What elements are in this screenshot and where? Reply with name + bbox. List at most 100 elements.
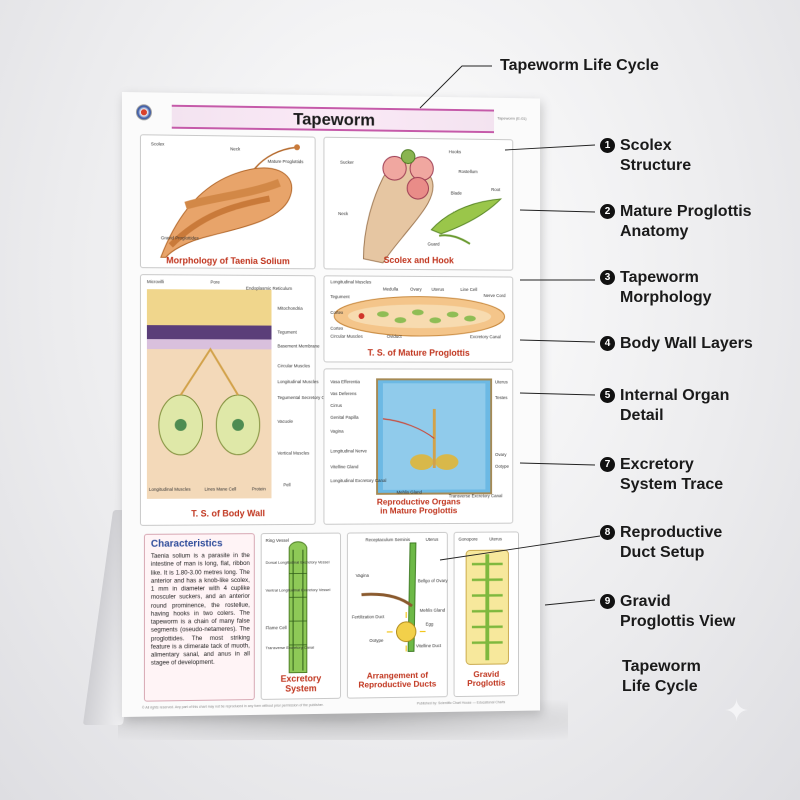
excretory-label-2: Ventral Longitudinal Excretory Vessel — [266, 587, 331, 593]
callout-reproductive-duct: 8Reproductive Duct Setup — [600, 523, 722, 562]
board-header: Tapeworm Tapeworm (E-01) — [132, 100, 531, 135]
excretory-label-1: Dorsal Longitudinal Excretory Vessel — [266, 559, 330, 564]
panel-ts-mature: Longitudinal Muscles Medulla Ovary Uteru… — [323, 275, 513, 363]
panel-excretory: Ring Vessel Dorsal Longitudinal Excretor… — [261, 533, 341, 700]
callout-text: Scolex Structure — [620, 136, 691, 175]
bullet-number: 1 — [600, 138, 615, 153]
scolex-label-blade: Blade — [451, 191, 462, 196]
tsm-label-11: Excretory Canal — [470, 334, 501, 339]
chart-board: Tapeworm Tapeworm (E-01) Scolex Neck Mat… — [122, 92, 540, 717]
tsm-label-1: Medulla — [383, 287, 398, 292]
bodywall-label-er: Endoplasmic Reticulum — [246, 286, 292, 291]
repro-label-0: Vasa Efferentia — [330, 379, 360, 384]
excretory-label-4: Transverse Excretory Canal — [266, 645, 314, 651]
bullet-number: 2 — [600, 204, 615, 219]
publisher-logo-icon — [136, 104, 152, 120]
bullet-number: 9 — [600, 594, 615, 609]
panel-reproductive: Vasa Efferentia Vas Deferens Cirrus Geni… — [323, 368, 513, 524]
morph-label-mature: Mature Proglottids — [268, 159, 304, 164]
ducts-label-3: Bellgo of Ovary — [418, 578, 448, 583]
callout-excretory: 7Excretory System Trace — [600, 455, 723, 494]
bodywall-label-microvilli: Microvilli — [147, 279, 164, 284]
characteristics-body: Taenia solium is a parasite in the intes… — [151, 552, 250, 668]
tsm-label-6: Tegument — [330, 294, 349, 299]
tsm-label-3: Uterus — [431, 287, 444, 292]
bullet-number: 3 — [600, 270, 615, 285]
callout-text: Mature Proglottis Anatomy — [620, 202, 752, 241]
footer-right: Published by: Scientific Chart House — E… — [417, 700, 505, 705]
bullet-number: 7 — [600, 457, 615, 472]
repro-label-3: Genital Papilla — [330, 415, 358, 420]
gravid-label-0: Gonopore — [458, 537, 477, 542]
bodywall-label-protein: Protein — [252, 486, 266, 491]
bodywall-label-basement: Basement Membrane — [277, 343, 319, 348]
ducts-label-0: Receptaculum Seminis — [365, 537, 410, 542]
scolex-label-sucker: Sucker — [340, 160, 354, 165]
bodywall-label-vertical: Vertical Muscles — [277, 451, 309, 456]
callout-gravid: 9 Gravid Proglottis View — [600, 592, 735, 631]
panel-ducts: Receptaculum Seminis Vagina Uterus Bellg… — [347, 532, 448, 699]
tsm-label-0: Longitudinal Muscles — [330, 279, 371, 284]
callout-text: Tapeworm Life Cycle — [622, 657, 701, 696]
morph-label-gravid: Gravid Proglottides — [161, 235, 199, 240]
scolex-label-hooks: Hooks — [449, 149, 461, 154]
tsm-label-8: Cortex — [330, 326, 343, 331]
repro-label-10: Uterus — [495, 379, 508, 384]
excretory-label-3: Flame Cell — [266, 625, 287, 630]
callout-life-cycle-bottom: Tapeworm Life Cycle — [622, 657, 701, 696]
bodywall-label-long2: Longitudinal Muscles — [149, 487, 191, 492]
bodywall-label-circular: Circular Muscles — [277, 363, 310, 368]
callout-internal-organ: 5Internal Organ Detail — [600, 386, 729, 425]
callout-text: Reproductive Duct Setup — [620, 523, 722, 562]
scolex-caption: Scolex and Hook — [324, 255, 512, 266]
excretory-label-0: Ring Vessel — [266, 538, 289, 543]
gravid-caption: Gravid Proglottis — [455, 670, 518, 689]
bodywall-label-pell: Pell — [283, 482, 290, 487]
tsm-caption: T. S. of Mature Proglottis — [324, 348, 512, 358]
bullet-number: 4 — [600, 336, 615, 351]
panel-morphology: Scolex Neck Mature Proglottids Gravid Pr… — [140, 134, 316, 269]
bodywall-label-vacuole: Vacuole — [277, 419, 293, 424]
callout-text: Internal Organ Detail — [620, 386, 729, 425]
callout-text: Gravid Proglottis View — [620, 592, 735, 631]
callout-morphology: 3 Tapeworm Morphology — [600, 268, 712, 307]
bodywall-caption: T. S. of Body Wall — [141, 508, 315, 519]
ducts-label-2: Uterus — [426, 537, 439, 542]
ducts-label-5: Mehlis Gland — [420, 608, 445, 613]
tsm-label-9: Circular Muscles — [330, 334, 362, 339]
tsm-label-10: Oviduct — [387, 334, 402, 339]
morph-caption: Morphology of Taenia Solium — [141, 255, 315, 266]
header-code: Tapeworm (E-01) — [497, 116, 526, 121]
callout-body-wall: 4Body Wall Layers — [600, 334, 753, 354]
panel-scolex: Sucker Hooks Rostellum Blade Root Neck G… — [323, 137, 513, 271]
panel-gravid: Gonopore Uterus Gravid Proglottis — [454, 531, 519, 697]
callout-life-cycle-top: Tapeworm Life Cycle — [500, 56, 659, 76]
repro-label-2: Cirrus — [330, 403, 342, 408]
bodywall-label-tegument: Tegument — [277, 330, 296, 335]
bodywall-label-secretory: Tegumental Secretory Cell — [277, 395, 329, 400]
title-band: Tapeworm — [172, 105, 494, 133]
repro-label-1: Vas Deferens — [330, 391, 356, 396]
repro-label-7: Longitudinal Excretory Canal — [330, 478, 386, 483]
bodywall-label-longitudinal: Longitudinal Muscles — [277, 379, 318, 384]
callout-text: Tapeworm Morphology — [620, 268, 712, 307]
bodywall-label-mito: Mitochondria — [277, 306, 302, 311]
repro-label-12: Ovary — [495, 452, 507, 457]
tsm-label-2: Ovary — [410, 287, 422, 292]
morph-label-neck: Neck — [230, 146, 240, 151]
repro-label-11: Testes — [495, 395, 507, 400]
ducts-label-7: Ootype — [369, 638, 383, 643]
scolex-label-guard: Guard — [428, 242, 440, 247]
ducts-label-1: Vagina — [356, 573, 369, 578]
repro-label-6: Vitelline Gland — [330, 464, 358, 469]
scolex-hook-illustration — [324, 138, 514, 272]
tsm-label-4: Line Cell — [460, 287, 477, 292]
tsm-label-7: Cortex — [330, 310, 343, 315]
repro-label-13: Ootype — [495, 464, 509, 469]
repro-label-5: Longitudinal Nerve — [330, 448, 367, 453]
tapeworm-morphology-illustration — [141, 135, 317, 270]
scolex-label-rostellum: Rostellum — [458, 169, 477, 174]
repro-label-8: Mehlis Gland — [397, 490, 422, 495]
bodywall-label-pore: Pore — [210, 280, 219, 285]
callout-text: Tapeworm Life Cycle — [500, 57, 659, 74]
